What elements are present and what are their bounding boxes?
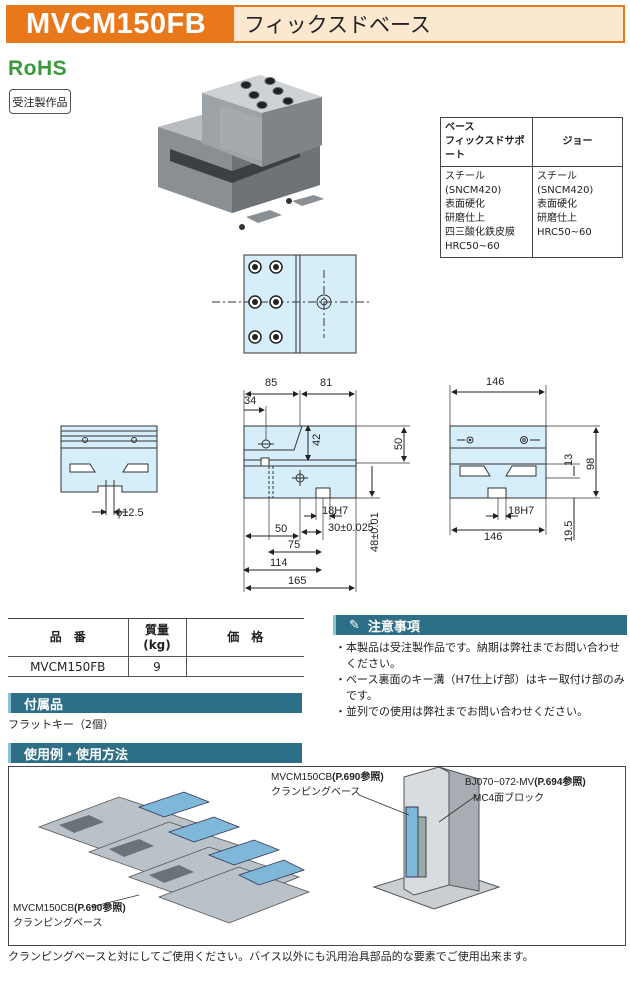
dim-phi: ϕ12.5 <box>116 507 144 519</box>
note-item: 並列での使用は弊社までお問い合わせください。 <box>335 704 627 720</box>
title-header: MVCM150FB フィックスドベース <box>6 5 625 43</box>
dim-48: 48±0.01 <box>369 512 381 552</box>
usage-example-box: MVCM150CB(P.690参照) クランピングベース BJ070~072-M… <box>8 766 626 946</box>
label-mvcm150cb-bottom: MVCM150CB(P.690参照) <box>13 901 126 914</box>
dim-34: 34 <box>244 395 256 407</box>
dim-85: 85 <box>265 377 277 389</box>
product-code: MVCM150FB <box>8 7 234 41</box>
notes-list: 本製品は受注製作品です。納期は弊社までお問い合わせください。 ベース裏面のキー溝… <box>335 640 627 720</box>
dim-42: 42 <box>311 434 323 446</box>
material-header-base: ベース フィックスドサポート <box>440 117 533 167</box>
dimension-drawing: ϕ12.5 85 81 34 <box>60 254 600 592</box>
dim-114: 114 <box>270 557 288 569</box>
dim-75: 75 <box>288 539 300 551</box>
dim-50a: 50 <box>393 438 405 450</box>
note-item: 本製品は受注製作品です。納期は弊社までお問い合わせください。 <box>335 640 627 672</box>
made-to-order-badge: 受注製作品 <box>9 89 71 114</box>
dim-146-top: 146 <box>486 376 504 388</box>
usage-bar: 使用例・使用方法 <box>8 743 302 763</box>
spec-mass: 9 <box>127 656 186 677</box>
side-view: 146 146 18H7 13 98 19.5 <box>449 376 600 543</box>
product-photo <box>158 75 324 230</box>
spec-header-price: 価 格 <box>185 618 304 657</box>
note-item: ベース裏面のキー溝（H7仕上げ部）はキー取付け部のみです。 <box>335 672 627 704</box>
spec-price <box>185 656 304 677</box>
spec-part-number: MVCM150FB <box>8 656 128 677</box>
dim-50: 50 <box>275 523 287 535</box>
footer-note: クランピングベースと対にしてご使用ください。バイス以外にも汎用治具部品的な要素で… <box>8 950 534 963</box>
material-table: ベース フィックスドサポート ジョー スチール(SNCM420) 表面硬化 研磨… <box>440 117 623 258</box>
notes-bar: ✎注意事項 <box>333 615 627 635</box>
label-clamping-base-top: クランピングベース <box>271 785 361 798</box>
left-end-view: ϕ12.5 <box>60 425 158 519</box>
material-cell-jaw: スチール(SNCM420) 表面硬化 研磨仕上 HRC50~60 <box>532 166 623 258</box>
top-view <box>212 254 372 354</box>
dim-146-bottom: 146 <box>484 531 502 543</box>
spec-table: 品 番 質量 (kg) 価 格 MVCM150FB 9 <box>8 618 304 677</box>
label-bj070: BJ070~072-MV(P.694参照) <box>465 775 586 788</box>
dim-30: 30±0.025 <box>328 522 374 534</box>
material-cell-base: スチール(SNCM420) 表面硬化 研磨仕上 四三酸化鉄皮膜 HRC50~60 <box>440 166 533 258</box>
label-mvcm150cb-top: MVCM150CB(P.690参照) <box>271 770 384 783</box>
dim-13: 13 <box>563 454 575 466</box>
product-name: フィックスドベース <box>234 7 623 41</box>
dim-98: 98 <box>585 458 597 470</box>
label-mc4-block: MC4面ブロック <box>473 791 544 804</box>
rohs-logo: RoHS <box>8 57 68 80</box>
front-view: 85 81 34 42 50 18H7 30±0.025 50 <box>243 377 410 592</box>
dim-19-5: 19.5 <box>563 521 575 542</box>
dim-18h7-side: 18H7 <box>508 505 534 517</box>
mc4-block-illustration <box>372 766 501 910</box>
accessory-text: フラットキー（2個） <box>8 718 114 731</box>
dim-18h7: 18H7 <box>322 505 348 517</box>
dim-81: 81 <box>320 377 332 389</box>
label-clamping-base-bottom: クランピングベース <box>13 916 103 929</box>
material-header-jaw: ジョー <box>532 117 623 167</box>
usage-illustration: MVCM150CB(P.690参照) クランピングベース BJ070~072-M… <box>13 766 586 929</box>
pencil-icon: ✎ <box>349 617 360 633</box>
accessory-bar: 付属品 <box>8 693 302 713</box>
dim-165: 165 <box>288 575 306 587</box>
spec-header-part: 品 番 <box>8 618 128 657</box>
spec-header-mass: 質量 (kg) <box>127 618 186 657</box>
